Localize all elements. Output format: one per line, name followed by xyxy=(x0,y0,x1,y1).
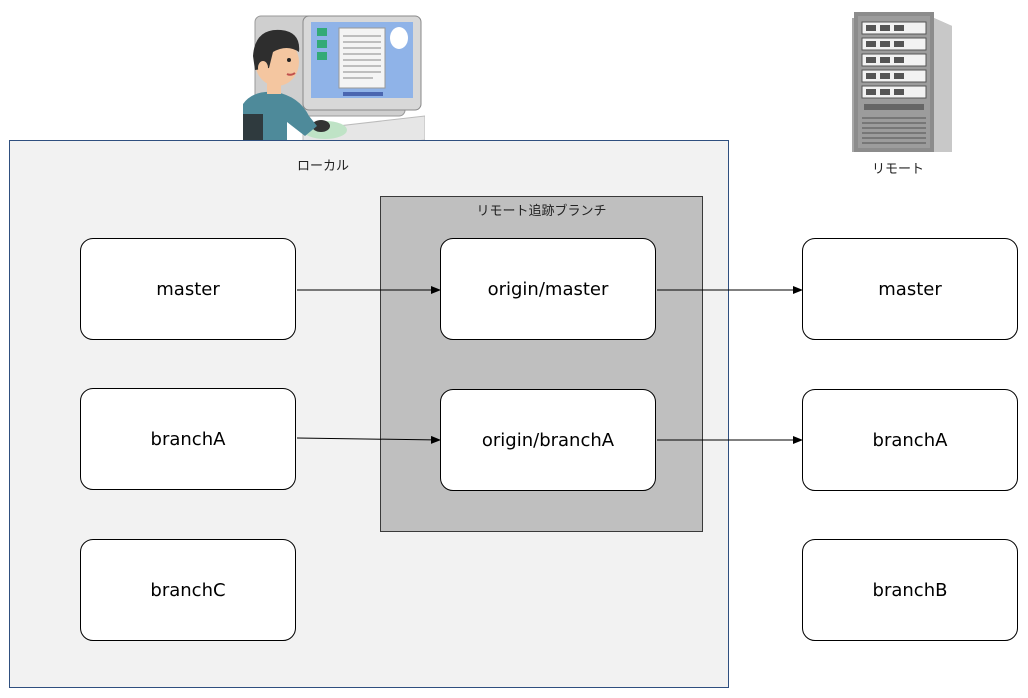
tracking-branch-origin-master: origin/master xyxy=(440,238,656,340)
server-tower-icon xyxy=(852,12,952,152)
remote-label: リモート xyxy=(871,162,924,177)
arrow-brancha-to-origin-brancha xyxy=(296,435,441,444)
local-branch-brancha: branchA xyxy=(80,388,296,490)
remote-tracking-label: リモート追跡ブランチ xyxy=(476,204,607,219)
local-branch-master: master xyxy=(80,238,296,340)
local-branch-branchc: branchC xyxy=(80,539,296,641)
local-label: ローカル xyxy=(296,159,349,174)
remote-branch-brancha: branchA xyxy=(802,389,1018,491)
remote-branch-branchb: branchB xyxy=(802,539,1018,641)
remote-branch-master: master xyxy=(802,238,1018,340)
tracking-branch-origin-brancha: origin/branchA xyxy=(440,389,656,491)
